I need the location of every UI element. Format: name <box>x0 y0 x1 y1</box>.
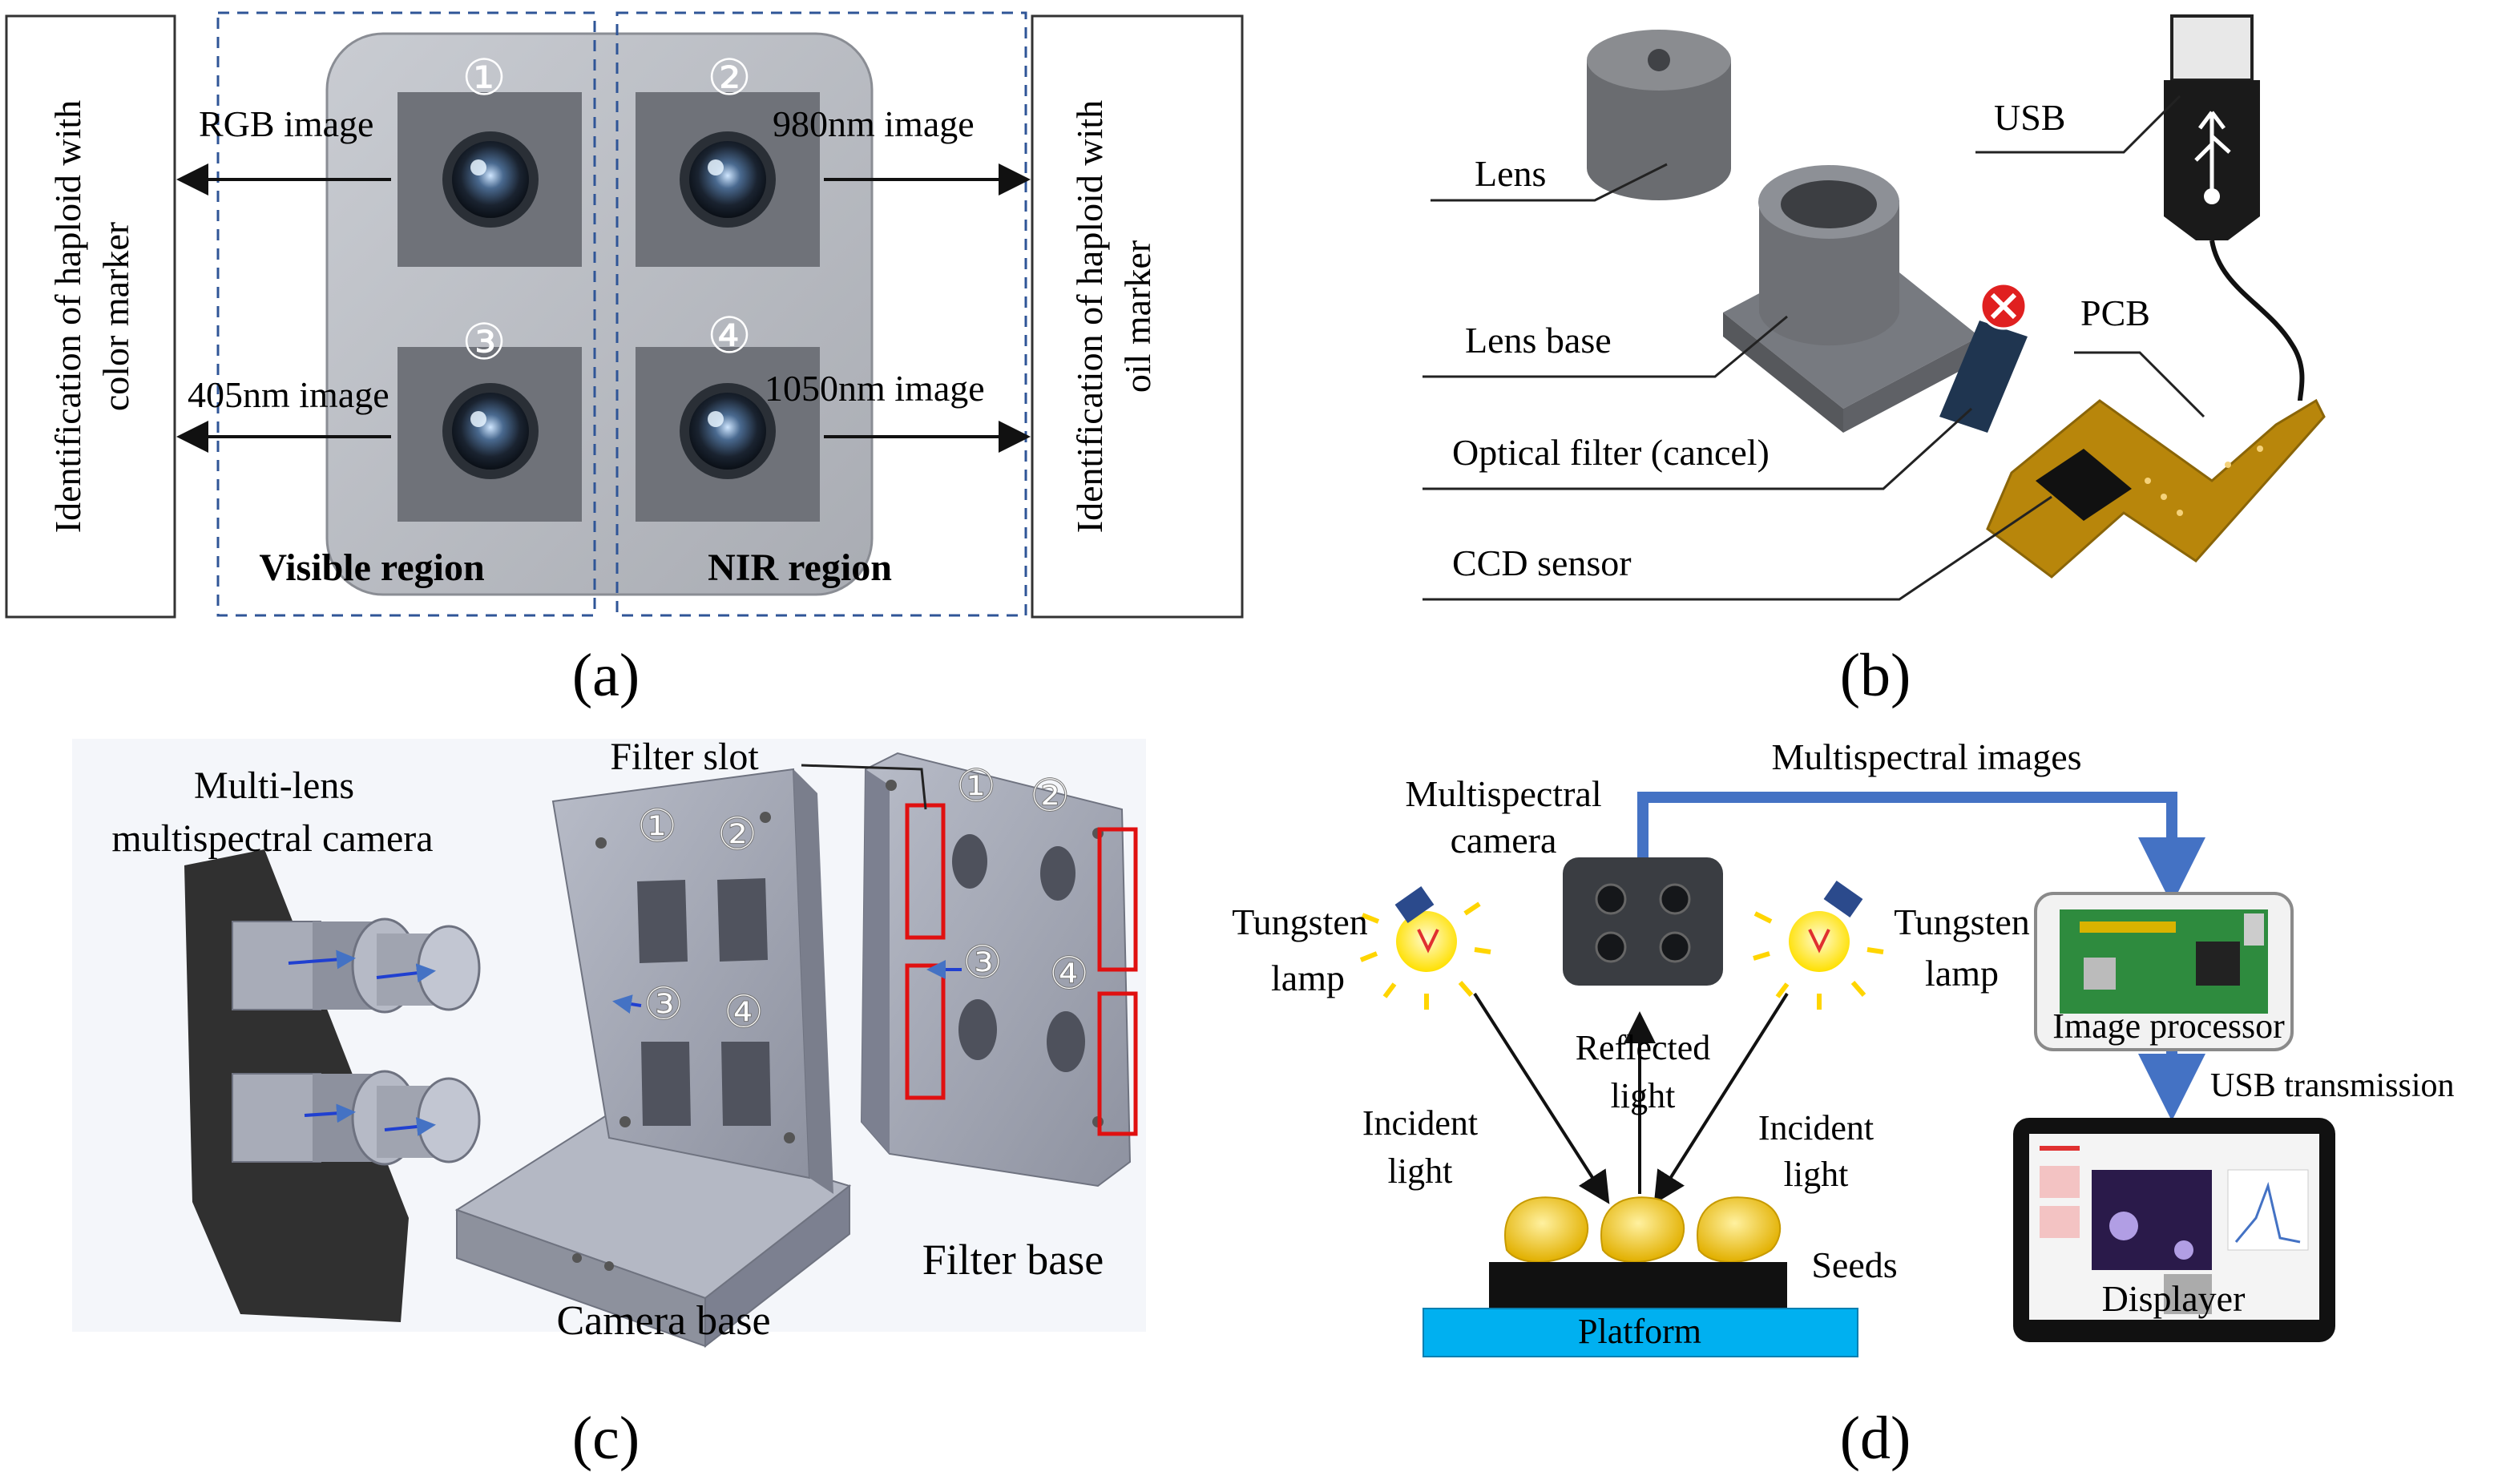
incident-left-line2: light <box>1388 1151 1453 1191</box>
leader-lens <box>1431 163 1668 202</box>
optical-filter-part <box>1939 282 2028 433</box>
lens-module-3 <box>397 347 582 522</box>
tungsten-lamp-left <box>1359 886 1491 1010</box>
multispectral-images-arrow <box>1637 792 2205 905</box>
pcb-part <box>1986 398 2326 579</box>
caption-d: (d) <box>1840 1405 1911 1472</box>
incident-right-line1: Incident <box>1758 1108 1874 1147</box>
lens-label: Lens <box>1475 153 1546 194</box>
caption-a: (a) <box>572 642 640 709</box>
incident-ray-right <box>1653 992 1789 1204</box>
optical-filter-label: Optical filter (cancel) <box>1452 432 1770 473</box>
leader-optical-filter <box>1423 407 1973 490</box>
leader-lens-base <box>1423 315 1788 378</box>
visible-region-box <box>216 11 596 617</box>
camera-base-num-3: ③ <box>644 980 684 1030</box>
displayer-label: Displayer <box>2102 1278 2246 1319</box>
image-processor-label: Image processor <box>2052 1006 2285 1046</box>
usb-connector <box>2164 14 2305 401</box>
lens-base-label: Lens base <box>1465 320 1612 361</box>
panel-b: Lens Lens base Optical filter (cancel) C… <box>1423 14 2326 709</box>
right-box-line2: oil marker <box>1117 240 1158 393</box>
leader-usb <box>1975 95 2181 154</box>
pcb-label: PCB <box>2080 292 2150 333</box>
camera-base-num-2: ② <box>717 810 757 860</box>
filter-base-label: Filter base <box>922 1236 1104 1284</box>
cam-number-1: ① <box>462 51 506 106</box>
filter-slot-box-4 <box>1097 991 1138 1136</box>
tungsten-right-line2: lamp <box>1925 953 1999 994</box>
leader-ccd <box>1423 495 2052 601</box>
incident-ray-left <box>1473 992 1610 1204</box>
platform <box>1423 1308 1858 1357</box>
usb-transmission-label: USB transmission <box>2210 1067 2455 1104</box>
leader-pcb <box>2074 351 2205 418</box>
tungsten-lamp-right <box>1753 881 1884 1010</box>
tungsten-left-line2: lamp <box>1271 958 1345 998</box>
displayer <box>2013 1118 2335 1342</box>
lens-module-1 <box>397 92 582 267</box>
left-identification-box <box>5 14 176 619</box>
camera-base-num-4: ④ <box>724 988 764 1038</box>
filter-base-num-2: ② <box>1030 772 1070 821</box>
seed-tray <box>1489 1262 1787 1309</box>
1050nm-image-label: 1050nm image <box>765 368 985 409</box>
camera-title-line1: Multi-lens <box>194 764 354 807</box>
right-box-line1: Identification of haploid with <box>1069 100 1110 533</box>
left-box-line1: Identification of haploid with <box>47 100 88 533</box>
platform-label: Platform <box>1578 1312 1701 1351</box>
lens-module-2 <box>636 92 820 267</box>
filter-slot-box-2 <box>905 963 946 1100</box>
filter-base-num-3: ③ <box>962 938 1003 988</box>
camera-base-num-1: ① <box>637 802 677 852</box>
filter-base-num-4: ④ <box>1049 950 1089 999</box>
cam-number-2: ② <box>707 51 752 106</box>
ccd-sensor-label: CCD sensor <box>1452 542 1632 583</box>
rgb-image-label: RGB image <box>199 103 373 144</box>
incident-left-line1: Incident <box>1362 1103 1478 1143</box>
filter-slot-label: Filter slot <box>610 736 759 778</box>
leader-filter-slot <box>801 764 927 810</box>
cam-number-4: ④ <box>707 309 752 364</box>
image-processor <box>2034 892 2294 1051</box>
panel-a: Identification of haploid with color mar… <box>5 11 1244 709</box>
lens-part <box>1587 30 1731 200</box>
filter-base-part <box>801 752 1138 1188</box>
multispectral-images-label: Multispectral images <box>1771 736 2081 777</box>
lens-base-part <box>1723 165 1979 433</box>
cam-number-3: ③ <box>462 316 506 370</box>
visible-region-label: Visible region <box>259 546 484 589</box>
left-box-line2: color marker <box>95 222 136 411</box>
nir-region-box <box>615 11 1027 617</box>
reflected-label-line1: Reflected <box>1576 1028 1711 1067</box>
camera-title-line2: multispectral camera <box>111 817 433 860</box>
980nm-image-label: 980nm image <box>773 103 975 144</box>
seeds-label: Seeds <box>1811 1244 1897 1285</box>
tungsten-right-line1: Tungsten <box>1894 901 2030 942</box>
incident-right-line2: light <box>1784 1155 1849 1194</box>
multispectral-camera <box>1563 857 1723 986</box>
seeds <box>1504 1196 1782 1263</box>
filter-slot-box-3 <box>1097 827 1138 972</box>
right-identification-box <box>1031 14 1244 619</box>
filter-base-num-1: ① <box>956 762 996 812</box>
multispectral-camera-line1: Multispectral <box>1405 773 1601 814</box>
camera-modules <box>232 917 481 1166</box>
usb-label: USB <box>1994 97 2065 138</box>
caption-c: (c) <box>572 1405 640 1472</box>
multispectral-camera-line2: camera <box>1451 820 1557 861</box>
405nm-image-label: 405nm image <box>188 374 389 415</box>
reflected-label-line2: light <box>1611 1076 1676 1115</box>
tungsten-left-line1: Tungsten <box>1232 901 1368 942</box>
camera-base-label: Camera base <box>556 1298 770 1344</box>
nir-region-label: NIR region <box>708 546 892 589</box>
panel-c: ① ② ③ ④ ① ② ③ ④ Multi-lens multispectral… <box>72 736 1146 1472</box>
caption-b: (b) <box>1840 642 1911 709</box>
lens-module-4 <box>636 347 820 522</box>
panel-d: Platform Image processor Displayer <box>1232 736 2454 1472</box>
camera-base-part <box>454 768 852 1349</box>
